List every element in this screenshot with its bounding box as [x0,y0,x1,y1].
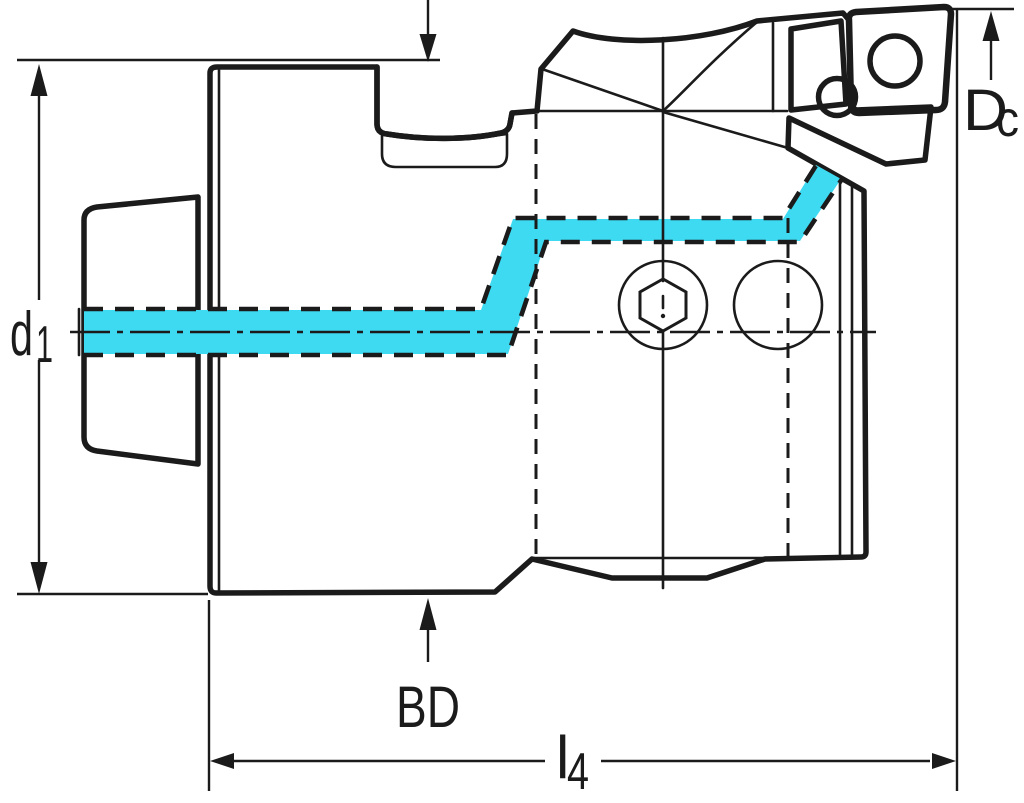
head-slope-edge [661,110,790,150]
label-bd: BD [396,675,460,740]
dimension-arrows [30,0,1000,769]
dc-up-arrow-icon [982,11,1000,41]
d1-up-arrow-icon [30,64,48,96]
hump-facet-edge [540,67,665,113]
extension-lines [17,7,1014,791]
coolant-hidden-edge-bottom [84,177,844,358]
dimension-labels: d 1 BD l 4 D c [10,78,1019,801]
label-dc-base: D [963,78,1008,143]
hex-center-dot [660,313,666,319]
label-l4-base: l [556,724,569,791]
coolant-channel [84,165,841,354]
l4-right-arrow-icon [932,753,956,769]
clamp-screw-holes [617,259,824,351]
d1-down-arrow-icon [30,562,48,594]
chip-gap-notch [788,18,849,113]
insert-screw-hole [867,33,923,89]
label-dc-sub: c [996,91,1019,147]
label-l4-sub: 4 [567,743,589,801]
round-hole [732,259,824,351]
l4-left-arrow-icon [210,753,234,769]
bd-up-arrow-icon [419,598,437,630]
hump-concave-edge [661,20,759,113]
label-d1-base: d [10,300,33,369]
clamp-pad [815,75,859,119]
internal-edges [77,20,854,592]
coolant-hidden-edge-top [84,162,819,312]
shank-spigot [81,194,201,467]
cutting-insert [845,3,955,117]
top-slot-front-edge [374,64,515,142]
top-down-arrow-icon [419,34,437,62]
label-d1-sub: 1 [36,316,53,374]
